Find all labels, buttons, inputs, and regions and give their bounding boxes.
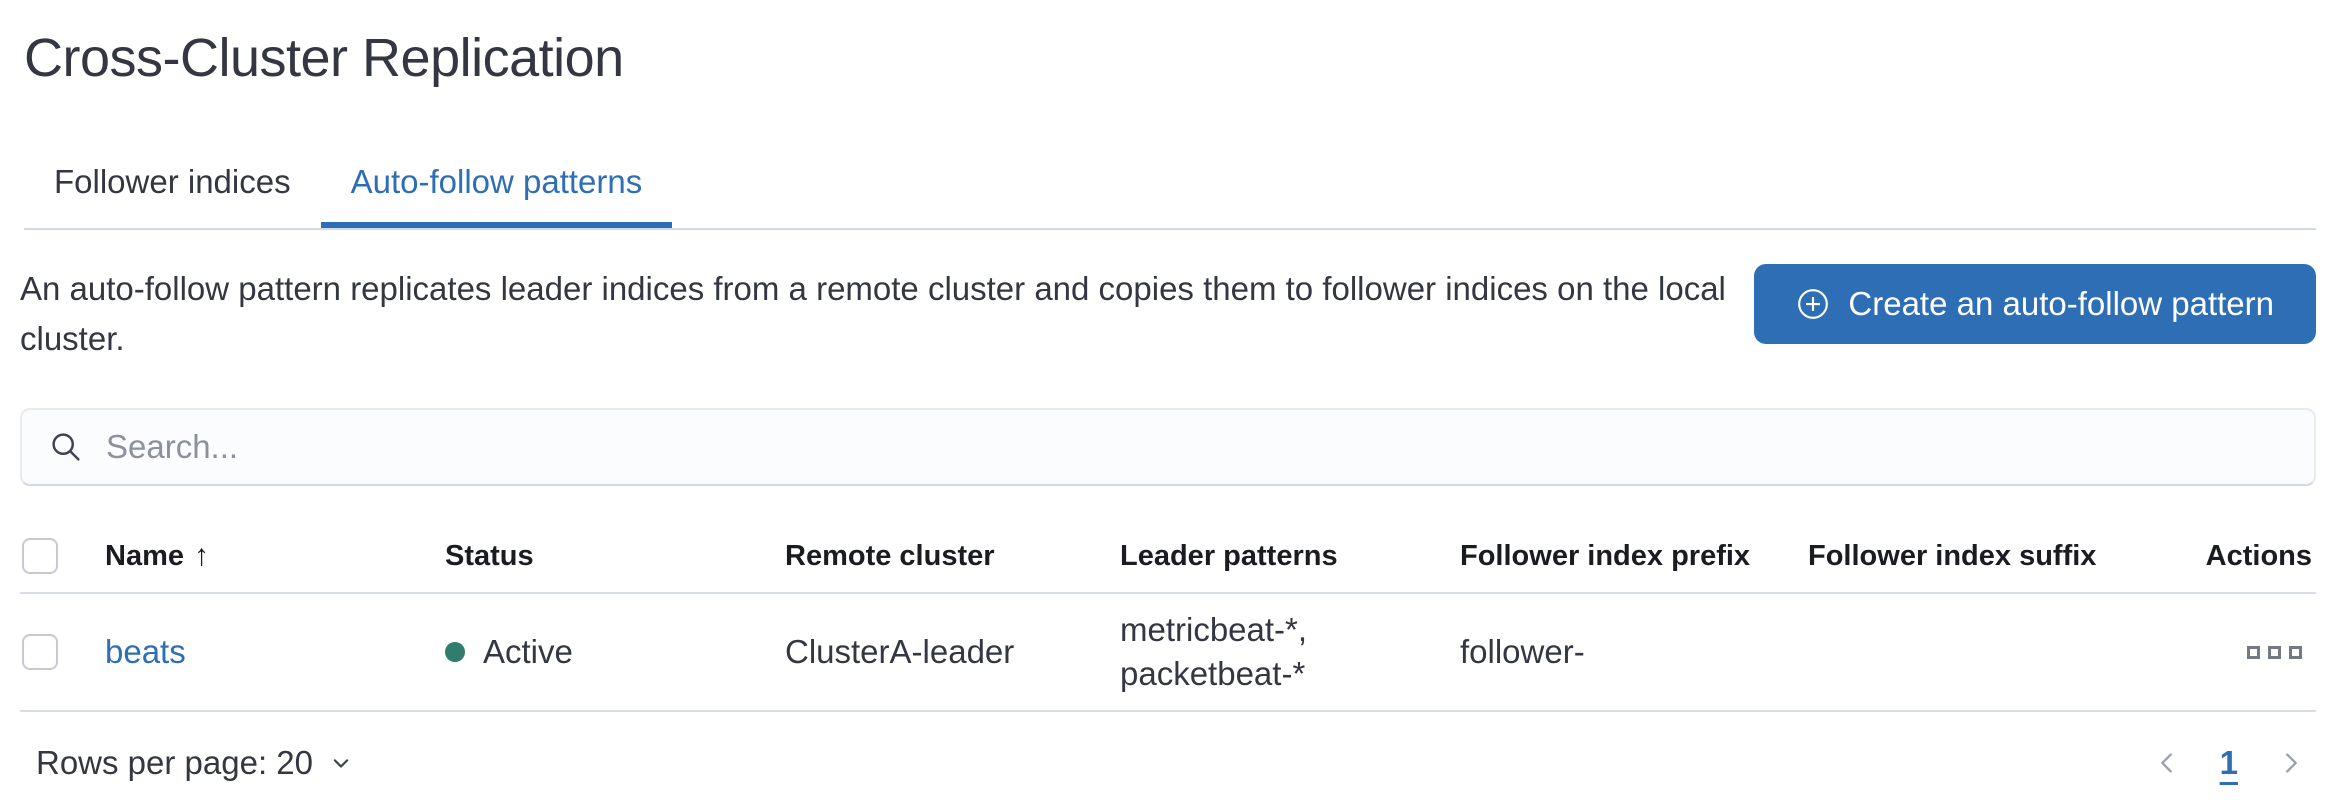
column-header-follower-index-suffix: Follower index suffix bbox=[1808, 539, 2097, 572]
row-checkbox[interactable] bbox=[22, 634, 58, 670]
column-header-name[interactable]: Name ↑ bbox=[105, 539, 445, 573]
tab-auto-follow-patterns[interactable]: Auto-follow patterns bbox=[321, 146, 673, 228]
select-all-checkbox-cell bbox=[20, 538, 105, 574]
column-header-follower-index-prefix: Follower index prefix bbox=[1460, 539, 1751, 572]
box-glyph bbox=[2247, 645, 2260, 659]
auto-follow-patterns-table: Name ↑ Status Remote cluster Leader patte… bbox=[20, 522, 2316, 810]
tab-bar: Follower indices Auto-follow patterns bbox=[24, 146, 2316, 230]
status-active-dot-icon bbox=[445, 642, 465, 662]
search-input[interactable] bbox=[106, 428, 2288, 466]
status-cell: Active bbox=[445, 633, 785, 671]
box-glyph bbox=[2268, 645, 2281, 659]
column-header-status: Status bbox=[445, 539, 534, 572]
rows-per-page-label: Rows per page: 20 bbox=[36, 744, 314, 781]
table-header-row: Name ↑ Status Remote cluster Leader patte… bbox=[20, 522, 2316, 594]
follower-index-prefix-cell: follower- bbox=[1460, 633, 1585, 670]
chevron-down-icon bbox=[327, 749, 355, 777]
status-label: Active bbox=[483, 633, 573, 670]
column-header-remote-cluster: Remote cluster bbox=[785, 539, 995, 572]
previous-page-icon[interactable] bbox=[2148, 744, 2186, 782]
leader-patterns-cell: metricbeat-*, packetbeat-* bbox=[1120, 608, 1460, 696]
page-description: An auto-follow pattern replicates leader… bbox=[20, 270, 1726, 357]
plus-in-circle-icon bbox=[1796, 287, 1830, 321]
pagination: 1 bbox=[2148, 744, 2310, 782]
page-title: Cross-Cluster Replication bbox=[24, 28, 624, 88]
select-all-checkbox[interactable] bbox=[22, 538, 58, 574]
leader-pattern-line: metricbeat-*, bbox=[1120, 611, 1308, 648]
remote-cluster-cell: ClusterA-leader bbox=[785, 633, 1015, 670]
sort-ascending-icon: ↑ bbox=[194, 539, 209, 572]
next-page-icon[interactable] bbox=[2272, 744, 2310, 782]
search-bar bbox=[20, 408, 2316, 486]
search-icon bbox=[48, 429, 84, 465]
column-header-actions: Actions bbox=[2205, 539, 2312, 572]
box-glyph bbox=[2289, 645, 2302, 659]
name-cell: beats bbox=[105, 633, 445, 671]
page-number-1[interactable]: 1 bbox=[2219, 744, 2238, 781]
row-checkbox-cell bbox=[20, 634, 105, 670]
column-header-name-label: Name bbox=[105, 540, 184, 572]
column-header-leader-patterns: Leader patterns bbox=[1120, 539, 1338, 572]
actions-cell bbox=[2156, 640, 2316, 665]
table-row: beats Active ClusterA-leader metricbeat-… bbox=[20, 594, 2316, 712]
row-actions-icon[interactable] bbox=[2241, 640, 2308, 665]
pattern-name-link[interactable]: beats bbox=[105, 633, 186, 670]
tab-follower-indices[interactable]: Follower indices bbox=[54, 163, 291, 200]
description-row: An auto-follow pattern replicates leader… bbox=[20, 264, 2316, 364]
leader-pattern-line: packetbeat-* bbox=[1120, 655, 1306, 692]
table-footer: Rows per page: 20 1 bbox=[36, 712, 2316, 810]
create-button-label: Create an auto-follow pattern bbox=[1848, 285, 2274, 322]
create-auto-follow-pattern-button[interactable]: Create an auto-follow pattern bbox=[1754, 264, 2316, 344]
rows-per-page-button[interactable]: Rows per page: 20 bbox=[36, 744, 355, 782]
